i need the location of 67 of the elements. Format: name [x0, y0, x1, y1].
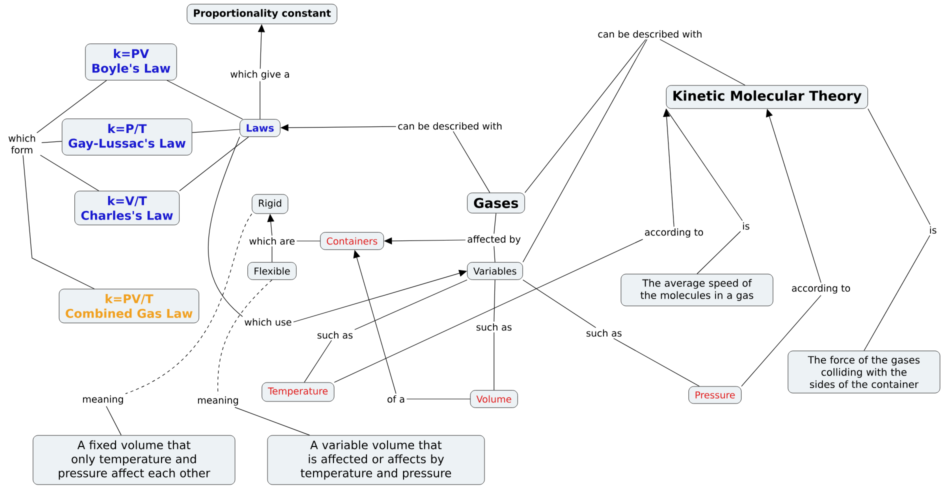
linking-phrase: of a — [388, 395, 404, 403]
linking-phrase: is — [930, 226, 936, 234]
connector-line — [208, 136, 243, 317]
dashed-line — [125, 213, 252, 394]
connector-line — [494, 213, 496, 234]
connector-line — [234, 407, 310, 436]
concept-box: Containers — [320, 232, 384, 250]
connector-line — [36, 80, 107, 134]
concept-box: Pressure — [688, 386, 742, 404]
dashed-line — [218, 280, 272, 395]
connector-line — [40, 154, 100, 192]
connector-line — [524, 39, 646, 193]
linking-phrase: which are — [249, 237, 295, 245]
concept-box: k=PV Boyle's Law — [85, 44, 177, 80]
concept-box: Variables — [467, 262, 523, 280]
linking-phrase: according to — [792, 284, 850, 294]
connector-line — [696, 231, 741, 274]
connector-line — [868, 108, 930, 225]
linking-phrase: can be described with — [598, 30, 702, 38]
concept-box: Gases — [467, 192, 525, 214]
connector-line — [406, 398, 470, 400]
linking-phrase: such as — [318, 331, 353, 339]
connector-line — [106, 406, 122, 436]
connector-line — [660, 39, 746, 86]
connector-line — [166, 80, 243, 120]
concept-box: The average speed of the molecules in a gas — [620, 274, 774, 306]
connector-line — [179, 136, 249, 192]
connector-line — [666, 108, 743, 221]
concept-box: A fixed volume that only temperature and pressure affect each other — [32, 435, 236, 485]
connector-line — [522, 280, 596, 328]
connector-line — [22, 154, 95, 290]
connector-line — [741, 295, 822, 387]
connector-line — [494, 246, 496, 262]
linking-phrase: such as — [476, 323, 512, 331]
concept-box: k=V/T Charles's Law — [74, 190, 180, 226]
connector-line — [296, 240, 320, 242]
concept-box: Flexible — [248, 262, 296, 280]
concept-box: Proportionality constant — [186, 4, 338, 24]
concept-box: Kinetic Molecular Theory — [666, 85, 868, 109]
connector-line — [522, 39, 648, 262]
connector-line — [304, 340, 332, 383]
connector-line — [864, 235, 930, 352]
concept-box: k=P/T Gay-Lussac's Law — [62, 118, 192, 156]
linking-phrase: which form — [8, 134, 36, 154]
concept-box: Volume — [470, 390, 518, 408]
linking-phrase: which give a — [230, 70, 289, 80]
linking-phrase: can be described with — [398, 122, 502, 130]
linking-phrase: meaning — [83, 395, 123, 405]
connector-line — [494, 280, 496, 322]
linking-phrase: such as — [586, 329, 622, 337]
concept-box: Laws — [240, 119, 280, 137]
concept-box: k=PV/T Combined Gas Law — [58, 288, 200, 324]
concept-box: Rigid — [252, 194, 288, 214]
connector-line — [334, 239, 644, 383]
linking-phrase: which use — [244, 318, 292, 326]
linking-phrase: affected by — [468, 235, 521, 245]
connector-line — [452, 131, 490, 193]
concept-box: A variable volume that is affected or affects by temperature and pressure — [267, 435, 485, 485]
concept-box: Temperature — [262, 382, 334, 402]
linking-phrase: meaning — [198, 396, 238, 406]
linking-phrase: is — [743, 222, 750, 230]
linking-phrase: according to — [645, 228, 704, 238]
concept-box: The force of the gases colliding with the sides of the container — [788, 350, 940, 394]
connector-line — [613, 338, 700, 387]
connector-line — [192, 129, 240, 133]
connector-line — [41, 141, 62, 143]
connector-line — [354, 280, 468, 330]
